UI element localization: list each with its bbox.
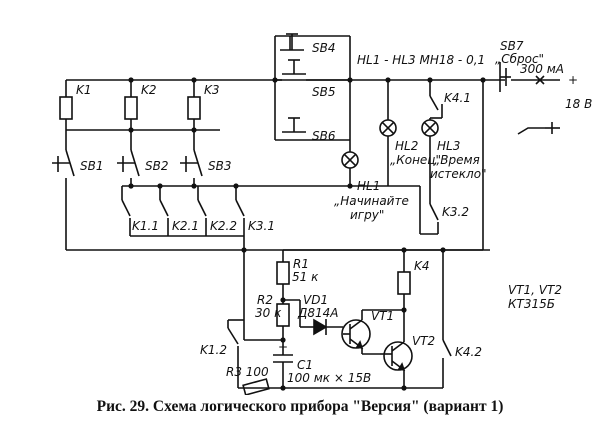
label-k1-1: K1.1 xyxy=(132,219,159,233)
button-sb1 xyxy=(52,130,75,236)
lamp-hl3 xyxy=(421,118,439,196)
label-sb7: SB7 xyxy=(500,39,524,53)
contact-k3-1 xyxy=(235,186,245,236)
transistor-vt1 xyxy=(341,310,380,355)
label-sb5: SB5 xyxy=(312,85,335,99)
label-transistor-type: КТ315Б xyxy=(508,297,555,311)
contact-k4-1 xyxy=(429,80,443,119)
label-k2: K2 xyxy=(141,83,157,97)
label-current: 300 мА xyxy=(520,62,564,76)
relay-k1-coil xyxy=(59,80,73,130)
label-c1: C1 xyxy=(297,358,313,372)
label-voltage: 18 В xyxy=(565,97,592,111)
label-hl1-name-2: игру" xyxy=(350,208,384,222)
relay-k4-coil xyxy=(362,250,411,311)
button-sb6 xyxy=(282,117,306,133)
label-k2-2: K2.2 xyxy=(210,219,237,233)
capacitor-c1 xyxy=(273,340,293,388)
label-r3: R3 100 xyxy=(226,365,269,379)
label-hl3-name-1: „Время xyxy=(434,153,480,167)
label-hl1-name-1: „Начинайте xyxy=(334,194,409,208)
label-vt1: VT1 xyxy=(371,309,394,323)
label-hl3: HL3 xyxy=(437,139,460,153)
label-r2-val: 30 к xyxy=(255,306,282,320)
transistor-vt2 xyxy=(380,310,413,388)
resistor-r3 xyxy=(237,360,270,395)
contact-k3-2 xyxy=(419,186,439,235)
button-sb2 xyxy=(117,130,140,186)
label-sb6: SB6 xyxy=(312,129,336,143)
label-vd1-val: Д814А xyxy=(297,306,339,320)
label-hl-spec: HL1 - HL3 МН18 - 0,1 xyxy=(357,53,485,67)
label-k3: K3 xyxy=(204,83,220,97)
label-hl2: HL2 xyxy=(395,139,418,153)
fuse xyxy=(535,75,545,85)
diode-vd1 xyxy=(283,299,343,336)
label-k4-2: K4.2 xyxy=(455,345,482,359)
lamp-hl1 xyxy=(341,140,359,186)
label-vd1: VD1 xyxy=(303,293,328,307)
contact-k1-1 xyxy=(121,186,131,236)
label-c1-plus: + xyxy=(278,340,288,354)
contact-k2-2 xyxy=(197,186,207,236)
label-r1-val: 51 к xyxy=(292,270,319,284)
relay-k2-coil xyxy=(124,80,138,130)
label-k2-1: K2.1 xyxy=(172,219,199,233)
label-k1: K1 xyxy=(76,83,92,97)
button-sb5 xyxy=(275,59,350,81)
circuit-schematic: K1 K2 K3 SB1 SB2 SB3 xyxy=(52,33,592,395)
label-k1-2: K1.2 xyxy=(200,343,227,357)
label-plus: + xyxy=(568,73,578,87)
label-k4: K4 xyxy=(414,259,430,273)
resistor-r1 xyxy=(276,250,290,300)
lamp-hl2 xyxy=(379,80,397,186)
button-sb4 xyxy=(280,33,304,51)
label-vt2: VT2 xyxy=(412,334,435,348)
ground-terminal xyxy=(517,122,560,135)
label-c1-val: 100 мк × 15В xyxy=(287,371,371,385)
label-sb2: SB2 xyxy=(145,159,168,173)
button-sb3 xyxy=(180,130,203,186)
label-r2: R2 xyxy=(257,293,273,307)
label-sb3: SB3 xyxy=(208,159,231,173)
label-k3-1: K3.1 xyxy=(248,219,275,233)
relay-k3-coil xyxy=(187,80,201,130)
contact-k2-1 xyxy=(159,186,169,236)
button-sb7 xyxy=(499,62,560,92)
contact-k4-2 xyxy=(442,250,452,388)
label-r1: R1 xyxy=(293,257,309,271)
label-sb4: SB4 xyxy=(312,41,335,55)
label-hl2-name: „Конец" xyxy=(390,153,441,167)
button-bank xyxy=(274,35,351,141)
label-transistors: VT1, VT2 xyxy=(508,283,562,297)
contact-k1-2 xyxy=(227,319,283,360)
label-sb1: SB1 xyxy=(80,159,103,173)
figure-caption: Рис. 29. Схема логического прибора "Верс… xyxy=(96,398,504,415)
label-k3-2: K3.2 xyxy=(442,205,469,219)
label-k4-1: K4.1 xyxy=(444,91,471,105)
label-hl3-name-2: истекло" xyxy=(430,167,487,181)
label-sb7-name: „Сброс" xyxy=(495,52,544,66)
label-hl1: HL1 xyxy=(357,179,380,193)
